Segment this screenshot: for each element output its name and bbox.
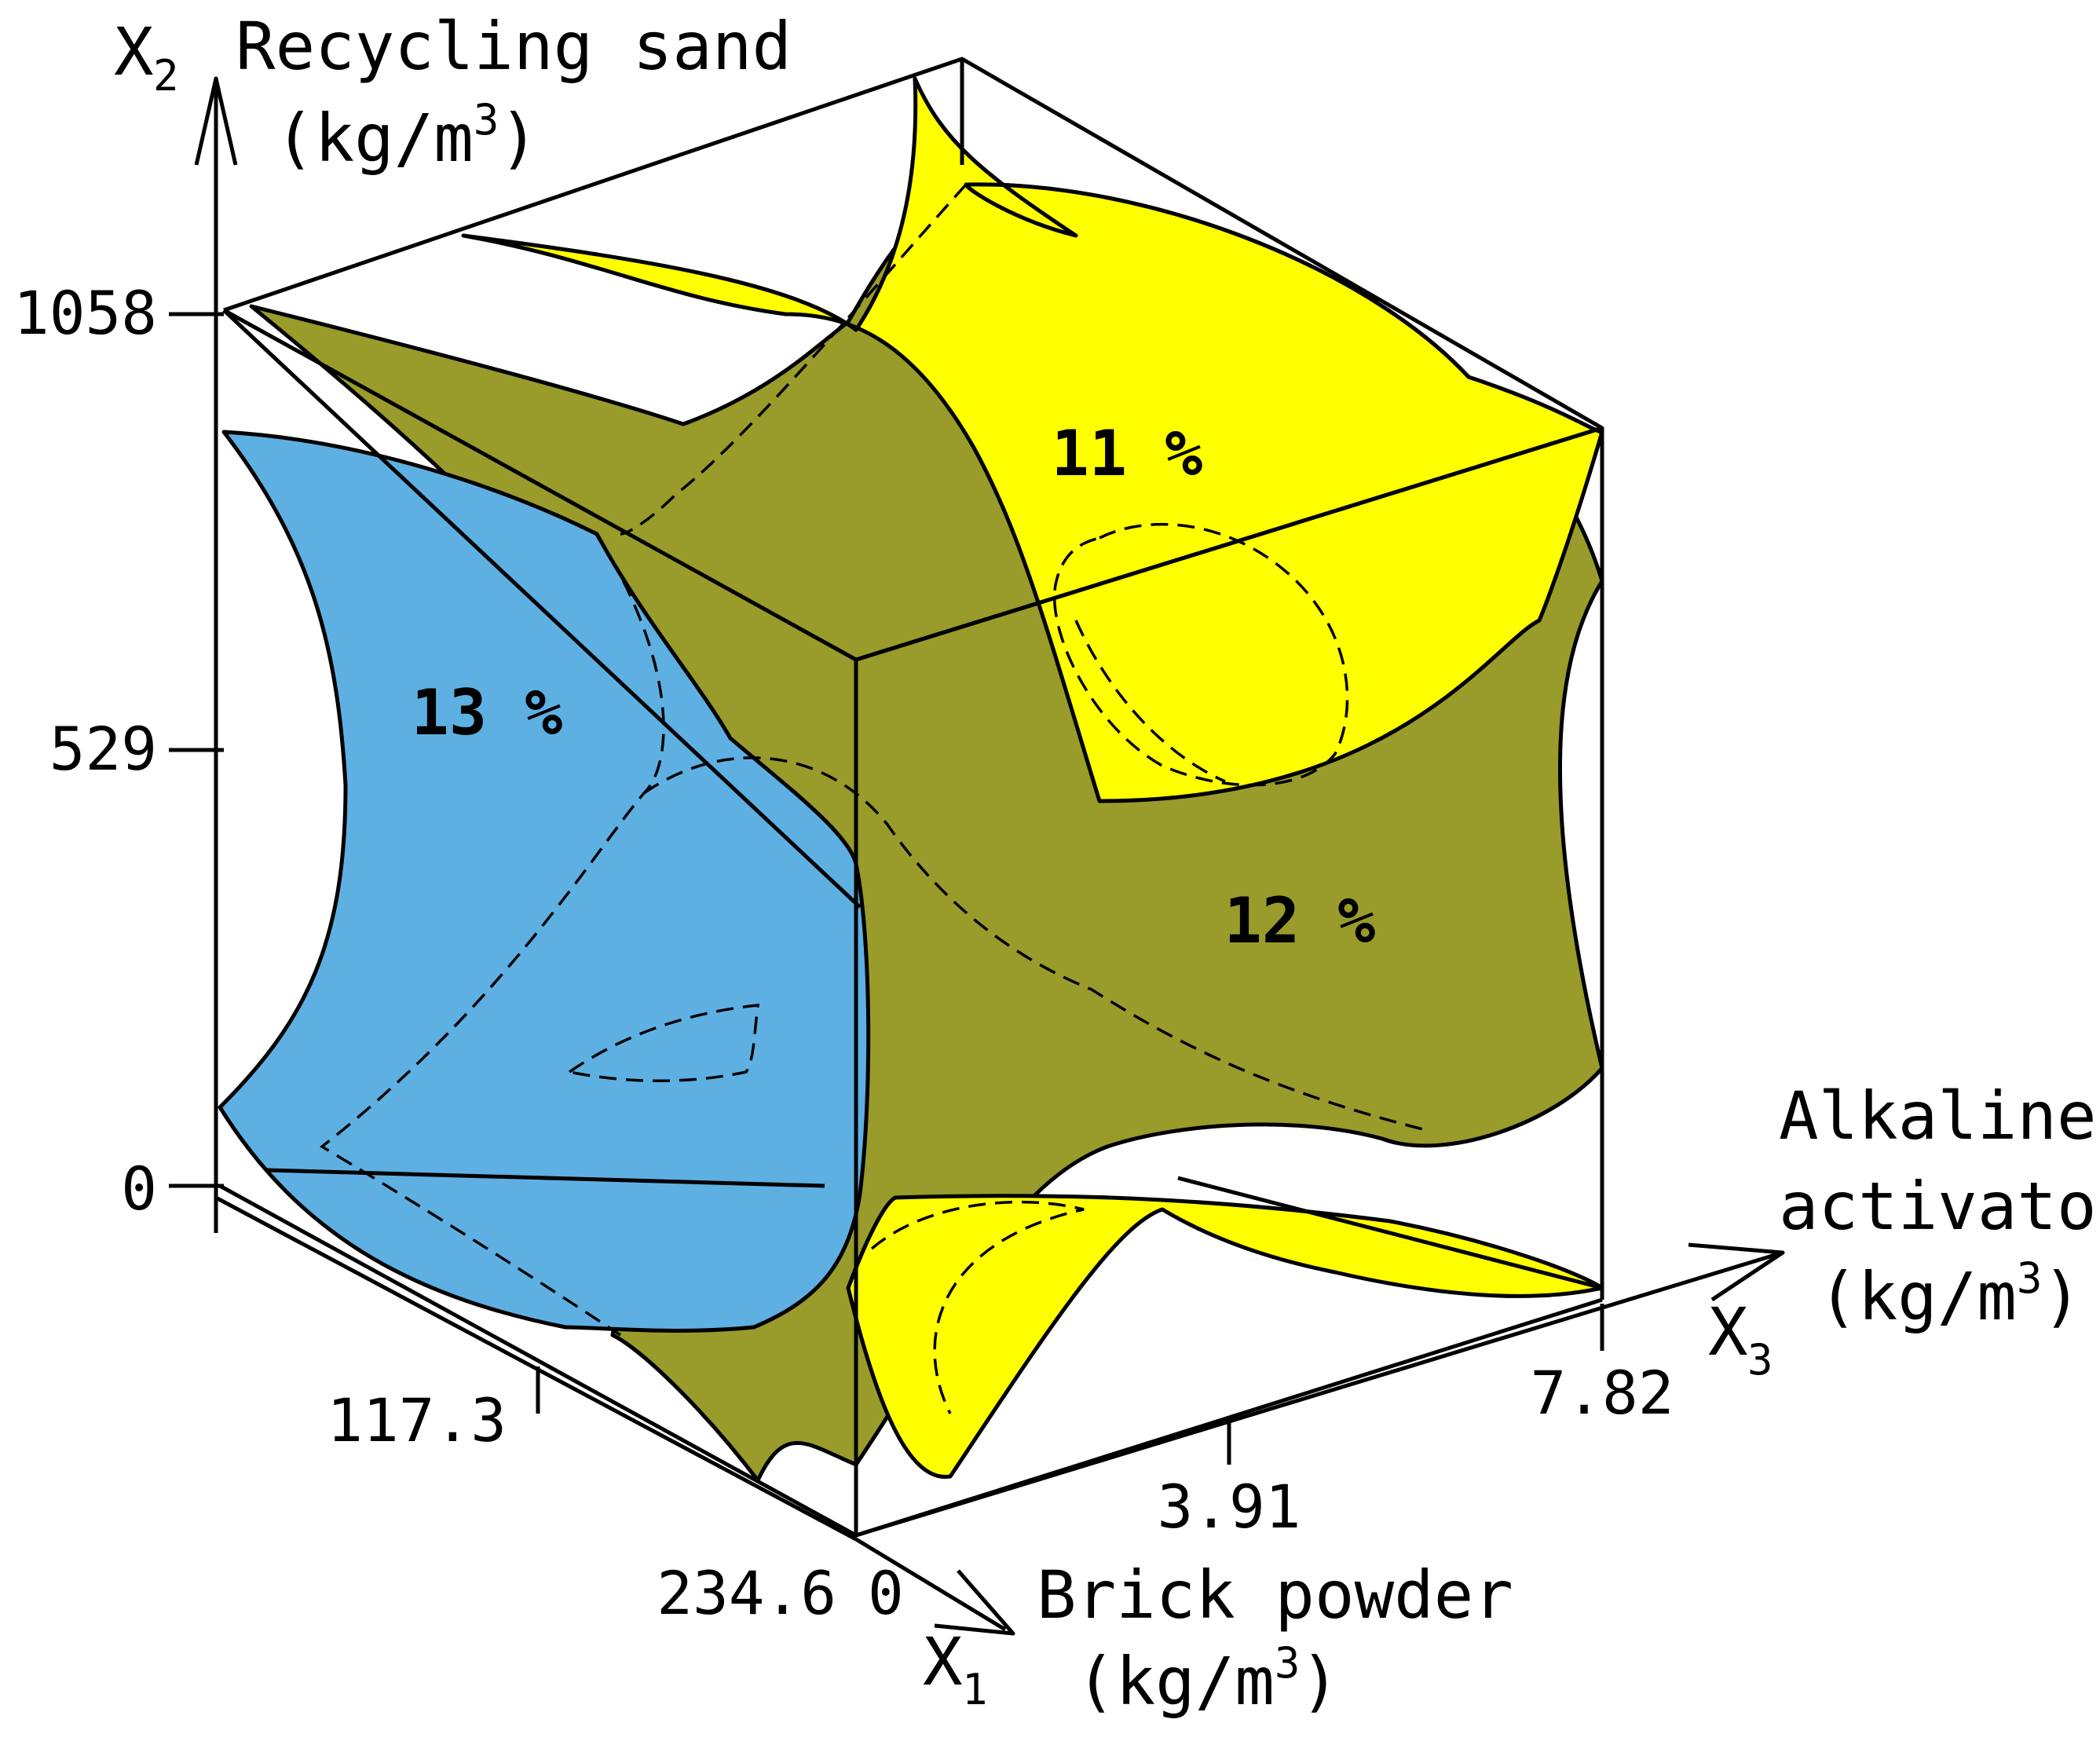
x1-symbol: X: [923, 1623, 963, 1700]
axis-title-x1: X 1 Brick powder (kg/m3): [923, 1557, 1513, 1720]
x2-tick-529: 529: [49, 714, 157, 784]
x3-tick-3-91: 3.91: [1157, 1472, 1301, 1542]
axis-title-x2: X 2 Recycling sand (kg/m3): [114, 8, 792, 177]
surface-fills: [218, 76, 1604, 1483]
x3-name-line1: Alkaline: [1779, 1077, 2097, 1154]
x2-symbol: X: [114, 13, 154, 90]
x1-subscript: 1: [962, 1665, 988, 1714]
axis-x3: [855, 1242, 1785, 1538]
x3-symbol: X: [1708, 1293, 1748, 1370]
region-label-11: 11 %: [1052, 417, 1203, 490]
axis-x1: [214, 1195, 1015, 1636]
x3-tick-7-82: 7.82: [1530, 1358, 1674, 1428]
region-labels: 11 % 12 % 13 %: [412, 417, 1376, 957]
x1-unit: (kg/m3): [1076, 1638, 1340, 1720]
x1-name: Brick powder: [1037, 1557, 1513, 1633]
x2-tick-0: 0: [121, 1154, 157, 1224]
region-label-12: 12 %: [1224, 884, 1376, 957]
x1-tick-117-3: 117.3: [327, 1385, 507, 1455]
x2-unit: (kg/m3): [275, 95, 539, 177]
hidden-contours: [319, 183, 1430, 1414]
x3-unit: (kg/m3): [1818, 1253, 2082, 1335]
x3-tick-0: 0: [868, 1558, 904, 1628]
tick-labels: 1058 529 0 117.3 234.6 0 3.91 7.82: [13, 278, 1674, 1628]
axis-title-x3: Alkaline activator (kg/m3) X 3: [1708, 1077, 2100, 1385]
region-label-13: 13 %: [412, 676, 563, 749]
axis-x2: [169, 76, 238, 1233]
surface-13-percent: [218, 430, 871, 1333]
surface-11-percent-top: [461, 76, 1604, 803]
x3-subscript: 3: [1747, 1335, 1773, 1385]
x2-subscript: 2: [153, 51, 179, 101]
x3-name-line2: activator: [1779, 1168, 2100, 1245]
x2-name: Recycling sand: [236, 8, 792, 85]
x1-tick-234-6: 234.6: [657, 1558, 836, 1628]
cube-frame: [218, 57, 1604, 1538]
x2-tick-1058: 1058: [13, 278, 157, 348]
